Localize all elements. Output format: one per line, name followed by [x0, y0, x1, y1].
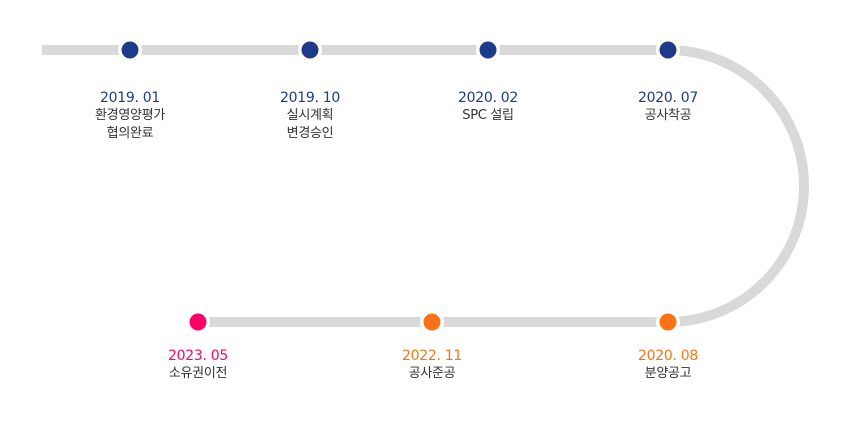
milestone-2023-05: 2023. 05 소유권이전	[128, 347, 268, 383]
milestone-2020-02: 2020. 02 SPC 설립	[418, 89, 558, 125]
timeline-node-1	[118, 38, 142, 62]
node-dot	[479, 41, 497, 59]
timeline-node-4	[656, 38, 680, 62]
milestone-2020-07: 2020. 07 공사착공	[598, 89, 738, 125]
timeline-node-3	[476, 38, 500, 62]
milestone-date: 2019. 01	[100, 90, 160, 106]
milestone-2019-01: 2019. 01 환경영양평가 협의완료	[60, 89, 200, 143]
milestone-label: 분양공고	[644, 366, 692, 381]
timeline-node-2	[298, 38, 322, 62]
milestone-label: 환경영양평가 협의완료	[95, 108, 165, 141]
milestone-label: SPC 설립	[462, 108, 514, 123]
node-dot	[301, 41, 319, 59]
timeline-node-5	[656, 310, 680, 334]
milestone-2022-11: 2022. 11 공사준공	[362, 347, 502, 383]
node-dot	[659, 41, 677, 59]
node-dot	[121, 41, 139, 59]
milestone-label: 공사준공	[408, 366, 456, 381]
timeline-node-7	[186, 310, 210, 334]
node-dot	[659, 313, 677, 331]
milestone-date: 2020. 08	[638, 348, 698, 364]
timeline-node-6	[420, 310, 444, 334]
milestone-label: 공사착공	[644, 108, 692, 123]
milestone-date: 2019. 10	[280, 90, 340, 106]
milestone-2019-10: 2019. 10 실시계획 변경승인	[240, 89, 380, 143]
milestone-date: 2022. 11	[402, 348, 462, 364]
milestone-label: 소유권이전	[168, 366, 228, 381]
milestone-label: 실시계획 변경승인	[286, 108, 334, 141]
milestone-date: 2023. 05	[168, 348, 228, 364]
milestone-date: 2020. 07	[638, 90, 698, 106]
timeline-path	[42, 45, 809, 327]
milestone-date: 2020. 02	[458, 90, 518, 106]
node-dot	[189, 313, 207, 331]
milestone-2020-08: 2020. 08 분양공고	[598, 347, 738, 383]
node-dot	[423, 313, 441, 331]
